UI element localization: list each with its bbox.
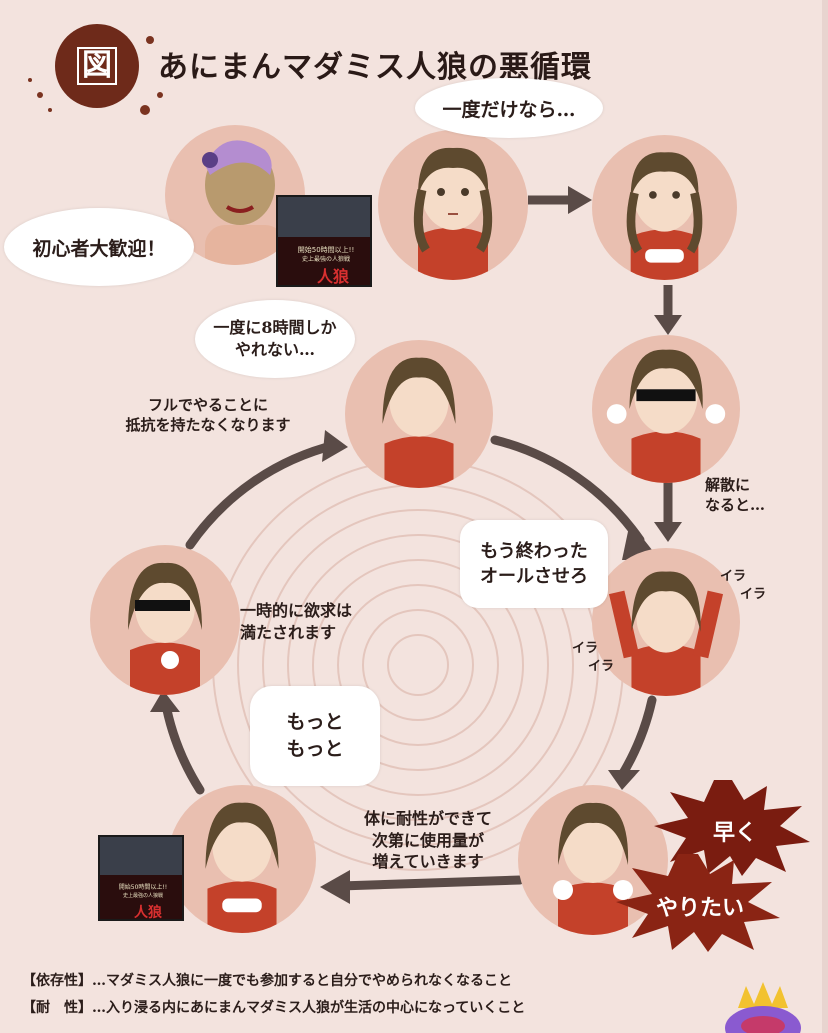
cycle-arrow-top-left [185, 440, 340, 550]
legend-tolerance-text: …入り浸る内にあにまんマダミス人狼が生活の中心になっていくこと [92, 1000, 526, 1016]
poster-subline-2: 史上最強の人狼戦 [123, 892, 163, 899]
figure-badge-label: 図 [77, 47, 117, 85]
bubble-already-over: もう終わった オールさせろ [460, 520, 608, 608]
irritated-label-3: イラ [572, 641, 599, 656]
note-disband: 解散に なると… [705, 475, 805, 516]
girl-avatar-tolerance [205, 802, 279, 933]
game-poster-bottom: 開始50時間以上!! 史上最強の人狼戦 人狼 [98, 835, 184, 921]
burst-want-shape [616, 854, 780, 952]
cycle-arrow-top-right [490, 435, 645, 545]
girl-avatar-sunglasses [606, 349, 726, 483]
girl-avatar-satisfied [128, 562, 202, 695]
bubble-welcome-text: 初心者大歓迎！ [32, 237, 166, 260]
legend-dependence-text: …マダミス人狼に一度でも参加すると自分でやめられなくなること [92, 973, 512, 989]
burst-hurry-shape [654, 780, 810, 876]
poster-art: 開始50時間以上!! 史上最強の人狼戦 人狼 [278, 197, 370, 286]
note-tolerance-line2: 次第に使用量が [371, 830, 484, 850]
bubble-eight-hours-line2: やれない… [234, 340, 315, 359]
figure-badge: 図 [55, 24, 139, 108]
girl-avatar-craving [553, 802, 633, 935]
host-avatar [202, 140, 285, 265]
legend-dependence: 【依存性】…マダミス人狼に一度でも参加すると自分でやめられなくなること [22, 970, 512, 990]
bubble-more-line1: もっと [286, 711, 344, 734]
cycle-arrow-right [617, 695, 657, 780]
girl-avatar-irritated [608, 571, 724, 696]
bubble-more-line2: もっと [286, 738, 344, 760]
note-satisfied-line1: 一時的に欲求は [240, 601, 353, 620]
bubble-eight-hours-line1: 一度に8時間しか [213, 317, 337, 337]
poster-logo-2: 人狼 [134, 904, 163, 921]
bubble-eight-hours: 一度に8時間しか やれない… [195, 300, 355, 378]
cycle-arrow-bottom [335, 875, 525, 891]
burst-want-text: やりたい [655, 896, 744, 921]
note-tolerance-line1: 体に耐性ができて [363, 809, 492, 828]
node-eight-hours [345, 340, 493, 488]
node-satisfied [90, 545, 240, 695]
bubble-just-once-text: 一度だけなら… [442, 98, 576, 121]
node-just-once [378, 130, 528, 280]
note-tolerance-line3: 増えていきます [372, 852, 484, 872]
girl-avatar-tired [382, 357, 456, 488]
note-disband-line1: 解散に [705, 476, 751, 494]
poster-headline: 開始50時間以上!! [298, 245, 355, 254]
legend-dependence-label: 【依存性】 [22, 973, 92, 989]
node-tolerance [168, 785, 316, 933]
node-disband [592, 335, 740, 483]
node-irritated [592, 548, 740, 696]
note-satisfied-line2: 満たされます [240, 622, 337, 642]
node-hooked [592, 135, 737, 280]
bubble-already-over-line2: オールさせろ [480, 566, 588, 587]
poster-logo: 人狼 [317, 267, 349, 286]
game-poster-top: 開始50時間以上!! 史上最強の人狼戦 人狼 [276, 195, 372, 287]
bubble-welcome: 初心者大歓迎！ [4, 208, 194, 286]
irritated-label-2: イラ [740, 587, 767, 602]
girl-avatar-curious [413, 147, 493, 280]
poster-headline-2: 開始50時間以上!! [119, 883, 167, 891]
bubble-already-over-line1: もう終わった [480, 540, 588, 562]
note-full-play: フルでやることに 抵抗を持たなくなります [88, 395, 328, 436]
cycle-arrow-left [160, 695, 205, 795]
note-disband-line2: なると… [705, 496, 766, 515]
bubble-more: もっと もっと [250, 686, 380, 786]
bubble-just-once: 一度だけなら… [415, 78, 603, 138]
poster-art-bottom: 開始50時間以上!! 史上最強の人狼戦 人狼 [100, 837, 182, 921]
mascot-icon [725, 982, 801, 1033]
note-satisfied: 一時的に欲求は 満たされます [240, 600, 400, 643]
note-full-play-line2: 抵抗を持たなくなります [125, 416, 291, 435]
legend-tolerance-label: 【耐 性】 [22, 1000, 92, 1016]
girl-avatar-pondering [626, 152, 703, 280]
irritated-label-1: イラ [720, 569, 747, 584]
note-full-play-line1: フルでやることに [147, 396, 268, 414]
poster-subline: 史上最強の人狼戦 [302, 255, 350, 263]
irritated-label-4: イラ [588, 659, 615, 674]
burst-hurry-text: 早く [712, 821, 757, 846]
note-tolerance: 体に耐性ができて 次第に使用量が 増えていきます [338, 808, 518, 873]
legend-tolerance: 【耐 性】…入り浸る内にあにまんマダミス人狼が生活の中心になっていくこと [22, 997, 525, 1017]
